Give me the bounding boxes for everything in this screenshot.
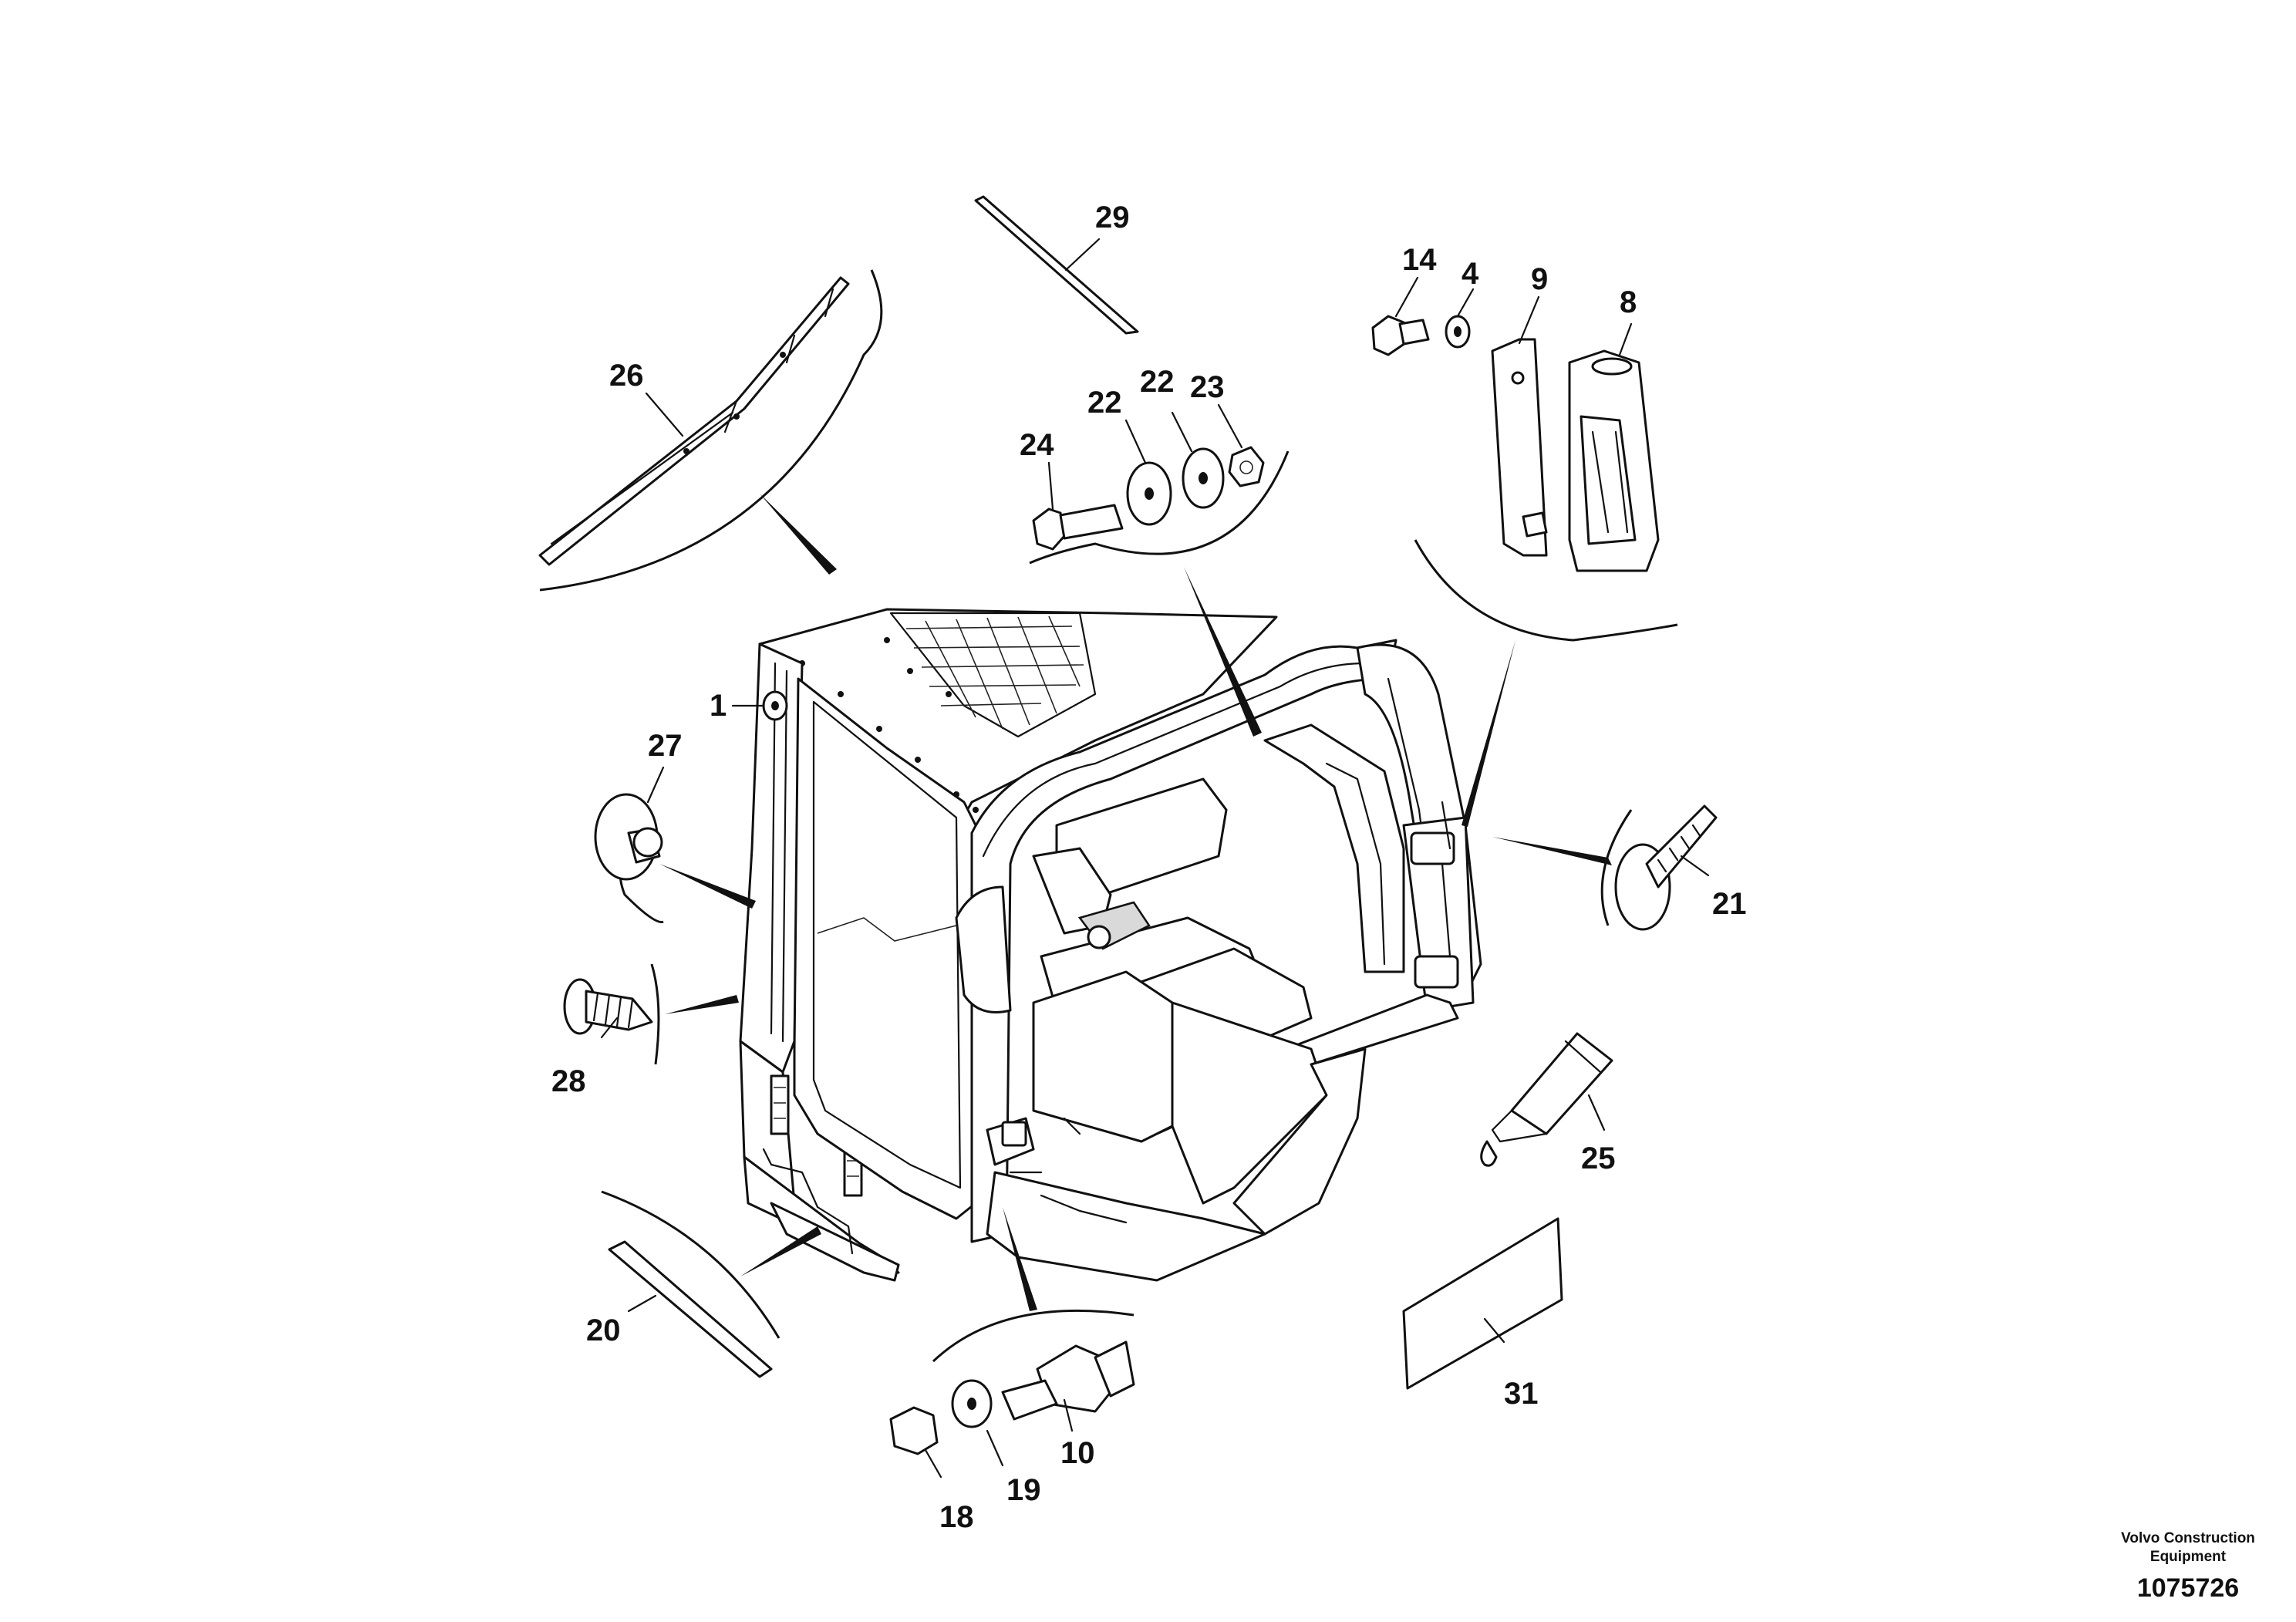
company-name-line2: Equipment <box>2150 1549 2227 1565</box>
roof-hatch <box>889 612 1097 738</box>
callout-29: 29 <box>1095 201 1130 234</box>
callout-24: 24 <box>1020 428 1054 462</box>
seal-part-26 <box>538 276 850 566</box>
strip-part-29 <box>974 195 1139 335</box>
callout-22a: 22 <box>1087 386 1122 420</box>
callout-4: 4 <box>1462 257 1479 291</box>
callout-14: 14 <box>1402 243 1437 277</box>
callout-27: 27 <box>648 729 683 763</box>
callout-labels: 29 26 14 4 9 8 22 22 23 24 1 27 21 28 25… <box>551 201 1747 1534</box>
label-part-31 <box>1402 1217 1563 1390</box>
callout-21: 21 <box>1712 887 1747 921</box>
screw-part-28 <box>563 978 653 1035</box>
nut-part-23 <box>1228 446 1265 487</box>
footer-block: Volvo Construction Equipment 1075726 <box>2121 1530 2255 1603</box>
strip-part-20 <box>608 1240 773 1378</box>
callout-10: 10 <box>1060 1436 1095 1470</box>
hinge-column <box>1402 801 1475 1012</box>
detail-arcs <box>539 269 1678 1363</box>
callout-8: 8 <box>1620 285 1637 319</box>
callout-leaders <box>600 238 1710 1479</box>
bolt-part-24 <box>1032 504 1124 551</box>
callout-22b: 22 <box>1140 365 1175 399</box>
drawing-number: 1075726 <box>2137 1573 2239 1603</box>
bolt-kit-10-18-19 <box>889 1340 1135 1455</box>
callout-25: 25 <box>1581 1141 1616 1175</box>
plug-part-27 <box>594 793 663 881</box>
tube-part-25 <box>1480 1032 1613 1167</box>
nut-part-18 <box>889 1406 939 1455</box>
screw-part-21 <box>1614 804 1718 931</box>
leader-wedges <box>659 494 1612 1311</box>
callout-20: 20 <box>586 1313 621 1347</box>
callout-1: 1 <box>710 689 727 723</box>
company-name-line1: Volvo Construction <box>2121 1530 2255 1546</box>
callout-23: 23 <box>1190 370 1225 404</box>
callout-18: 18 <box>939 1500 974 1534</box>
callout-31: 31 <box>1504 1377 1539 1411</box>
callout-9: 9 <box>1531 262 1548 296</box>
plate-part-9 <box>1491 338 1548 557</box>
cab-assembly <box>739 608 1482 1282</box>
grommet-part-1 <box>762 690 788 721</box>
callout-28: 28 <box>551 1064 586 1098</box>
callout-19: 19 <box>1006 1473 1041 1507</box>
hinge-kit <box>1371 315 1660 572</box>
callout-26: 26 <box>609 359 644 393</box>
